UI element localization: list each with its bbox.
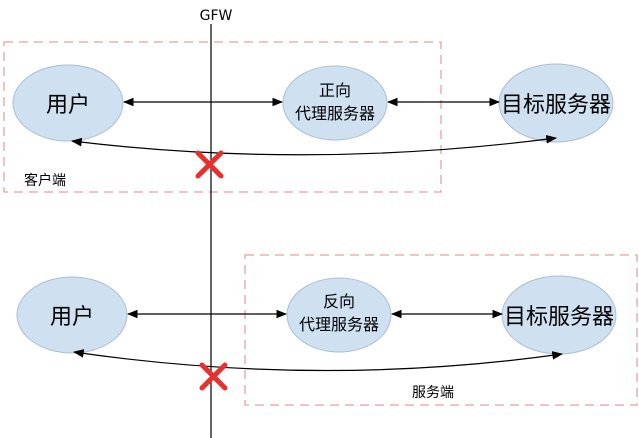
forward-user-label: 用户: [46, 93, 90, 118]
client-region-label: 客户端: [24, 172, 66, 189]
forward-blocked-cross-icon: [195, 150, 224, 179]
reverse-user-label: 用户: [50, 305, 94, 330]
gfw-label: GFW: [200, 8, 233, 24]
forward-proxy-node: [282, 65, 388, 141]
forward-proxy-label-line2: 代理服务器: [295, 104, 375, 123]
reverse-direct-arrow: [72, 349, 564, 372]
forward-target-label: 目标服务器: [501, 93, 611, 118]
reverse-target-label: 目标服务器: [504, 305, 614, 330]
server-region-border: [244, 254, 638, 406]
server-region-label: 服务端: [412, 385, 454, 401]
forward-direct-arrow: [70, 134, 558, 156]
reverse-blocked-cross-icon: [199, 362, 228, 391]
forward-proxy-label-line1: 正向: [319, 81, 351, 100]
reverse-proxy-label-line1: 反向: [323, 292, 355, 311]
reverse-proxy-label-line2: 代理服务器: [299, 315, 379, 334]
client-region-border: [3, 41, 442, 193]
